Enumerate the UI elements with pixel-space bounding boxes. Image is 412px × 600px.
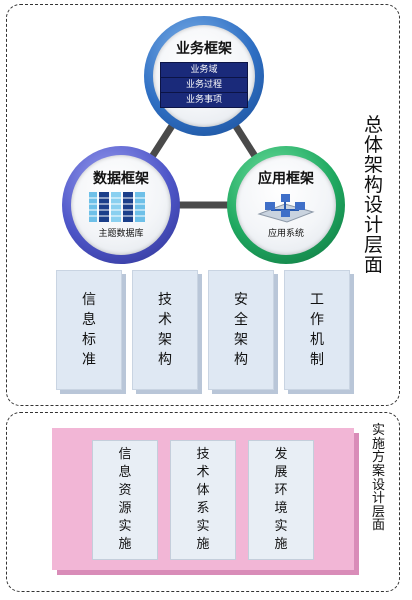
- card-char: 施: [118, 537, 132, 552]
- data-framework-title: 数据框架: [93, 171, 149, 187]
- card-char: 息: [82, 312, 96, 328]
- card-char: 架: [158, 332, 172, 348]
- card-char: 息: [118, 465, 132, 480]
- title-char: 实: [372, 423, 386, 438]
- overall-architecture-title: 总 体 架 构 设 计 层 面: [364, 114, 384, 276]
- card-char: 信: [118, 447, 132, 462]
- network-system-icon: [257, 194, 315, 223]
- implementation-title: 实 施 方 案 设 计 层 面: [372, 424, 385, 533]
- card-char: 体: [196, 483, 210, 498]
- card-char: 技: [158, 292, 172, 308]
- title-char: 面: [364, 253, 384, 276]
- business-framework-circle: 业务框架 业务域 业务过程 业务事项: [144, 16, 264, 136]
- title-char: 施: [372, 436, 386, 452]
- app-framework-sub: 应用系统: [267, 229, 304, 239]
- title-char: 层: [364, 233, 384, 256]
- database-table-icon: [89, 192, 145, 222]
- business-domain-bar: 业务域: [160, 62, 248, 78]
- card-char: 制: [310, 352, 324, 368]
- card-char: 资: [118, 483, 132, 498]
- card-char: 实: [274, 519, 288, 534]
- title-char: 构: [364, 173, 384, 196]
- card-char: 安: [234, 292, 248, 308]
- card-char: 构: [234, 352, 248, 368]
- title-char: 方: [372, 450, 386, 466]
- environment-impl-card: 发 展 环 境 实 施: [248, 440, 314, 560]
- data-framework-sub: 主题数据库: [98, 229, 144, 239]
- title-char: 计: [372, 491, 386, 507]
- title-char: 计: [364, 213, 384, 236]
- card-char: 系: [196, 501, 210, 516]
- app-framework-title: 应用框架: [258, 171, 314, 187]
- card-char: 术: [196, 465, 210, 480]
- card-char: 施: [274, 537, 288, 552]
- card-char: 术: [158, 312, 172, 328]
- title-char: 架: [364, 153, 384, 176]
- card-char: 施: [196, 537, 210, 552]
- business-process-bar: 业务过程: [160, 77, 248, 93]
- card-char: 全: [234, 312, 248, 328]
- card-char: 源: [118, 501, 132, 516]
- card-char: 实: [118, 519, 132, 534]
- implementation-frame: [6, 412, 400, 592]
- title-char: 设: [372, 477, 386, 493]
- card-char: 标: [82, 332, 96, 348]
- work-mechanism-card: 工 作 机 制: [284, 270, 350, 390]
- card-char: 作: [310, 312, 324, 328]
- card-char: 准: [82, 352, 96, 368]
- title-char: 层: [372, 504, 386, 520]
- card-char: 环: [274, 483, 288, 498]
- title-char: 设: [364, 193, 384, 216]
- title-char: 面: [372, 518, 386, 534]
- card-char: 展: [274, 465, 288, 480]
- tech-system-impl-card: 技 术 体 系 实 施: [170, 440, 236, 560]
- info-resource-impl-card: 信 息 资 源 实 施: [92, 440, 158, 560]
- card-char: 机: [310, 332, 324, 348]
- card-char: 发: [274, 447, 288, 462]
- security-architecture-card: 安 全 架 构: [208, 270, 274, 390]
- tech-architecture-card: 技 术 架 构: [132, 270, 198, 390]
- card-char: 实: [196, 519, 210, 534]
- overall-architecture-frame: [6, 4, 400, 406]
- card-char: 架: [234, 332, 248, 348]
- title-char: 体: [364, 133, 384, 156]
- data-framework-circle: 数据框架 主题数据库: [62, 146, 180, 264]
- card-char: 技: [196, 447, 210, 462]
- card-char: 信: [82, 292, 96, 308]
- business-framework-title: 业务框架: [176, 41, 232, 57]
- title-char: 总: [364, 114, 384, 136]
- title-char: 案: [372, 463, 386, 479]
- info-standard-card: 信 息 标 准: [56, 270, 122, 390]
- card-char: 工: [310, 292, 324, 308]
- business-item-bar: 业务事项: [160, 92, 248, 108]
- card-char: 境: [274, 501, 288, 516]
- card-char: 构: [158, 352, 172, 368]
- app-framework-circle: 应用框架 应用系统: [227, 146, 345, 264]
